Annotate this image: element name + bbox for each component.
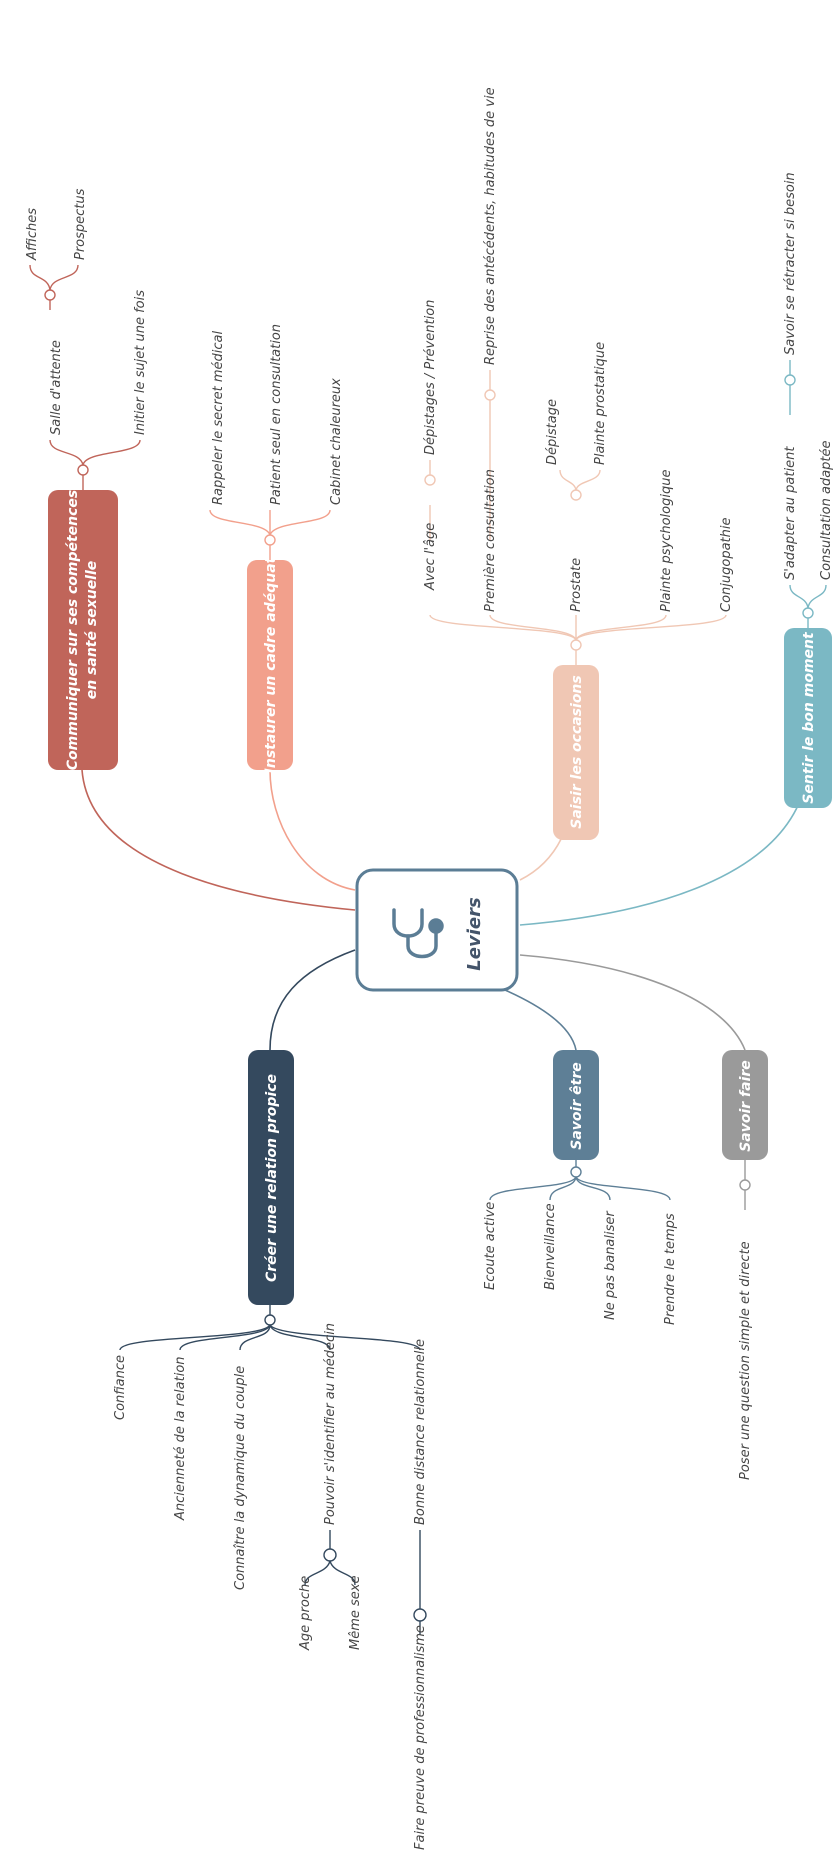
savoir-etre-child-3: Ne pas banaliser (603, 1210, 618, 1320)
creer-child-anciennete: Ancienneté de la relation (173, 1356, 188, 1521)
branch-saisir[interactable]: Saisir les occasions (553, 665, 599, 840)
instaurer-child-2: Patient seul en consultation (269, 324, 284, 505)
communiquer-child-affiches: Affiches (25, 208, 40, 261)
sentir-child-retracter: Savoir se rétracter si besoin (783, 172, 798, 355)
savoir-etre-children (489, 1160, 671, 1201)
communiquer-label-line2: en santé sexuelle (84, 561, 100, 700)
savoir-faire-children (739, 1160, 751, 1210)
connector-communiquer (81, 769, 356, 911)
saisir-child-prostate: Prostate (569, 558, 584, 612)
savoir-faire-label: Savoir faire (738, 1060, 754, 1152)
creer-child-bonne: Bonne distance relationnelle (413, 1339, 428, 1525)
savoir-etre-child-1: Ecoute active (483, 1202, 498, 1290)
center-label: Leviers (464, 897, 485, 971)
creer-label: Créer une relation propice (264, 1074, 280, 1282)
sentir-child-adapter: S'adapter au patient (783, 446, 798, 580)
savoir-etre-child-4: Prendre le temps (663, 1213, 678, 1325)
creer-child-meme-sexe: Même sexe (348, 1576, 363, 1650)
saisir-child-age: Avec l'âge (423, 523, 438, 591)
saisir-child-conjugo: Conjugopathie (719, 518, 734, 613)
connector-savoir-etre (504, 989, 577, 1051)
sentir-child-consult: Consultation adaptée (819, 440, 834, 580)
savoir-etre-child-2: Bienveillance (543, 1203, 558, 1290)
instaurer-child-1: Rappeler le secret médical (211, 331, 226, 505)
saisir-label: Saisir les occasions (569, 675, 585, 828)
center-node: Leviers (355, 868, 519, 992)
sentir-label: Sentir le bon moment (801, 631, 817, 804)
saisir-child-plainte-psy: Plainte psychologique (659, 470, 674, 612)
connector-creer (269, 949, 356, 1051)
instaurer-children (209, 509, 331, 560)
savoir-etre-label: Savoir être (569, 1062, 585, 1149)
communiquer-children (29, 264, 141, 490)
branch-creer[interactable]: Créer une relation propice (248, 1050, 294, 1305)
creer-children (119, 1305, 427, 1635)
savoir-faire-child-poser: Poser une question simple et directe (738, 1241, 753, 1480)
communiquer-child-salle: Salle d'attente (49, 340, 64, 435)
creer-child-age-proche: Age proche (298, 1576, 313, 1651)
saisir-child-premiere: Première consultation (483, 469, 498, 612)
stethoscope-icon (392, 908, 444, 959)
branch-instaurer[interactable]: Instaurer un cadre adéquat (247, 555, 293, 773)
saisir-children (424, 370, 727, 665)
branch-sentir[interactable]: Sentir le bon moment (784, 628, 832, 808)
saisir-child-depistages: Dépistages / Prévention (423, 300, 438, 455)
creer-child-pouvoir: Pouvoir s'identifier au médecin (323, 1323, 338, 1525)
branch-communiquer[interactable]: Communiquer sur ses compétences en santé… (48, 490, 118, 770)
sentir-children (784, 360, 827, 628)
creer-child-connaitre: Connaître la dynamique du couple (233, 1366, 248, 1590)
creer-child-confiance: Confiance (113, 1355, 128, 1420)
saisir-child-plainte-prost: Plainte prostatique (593, 342, 608, 465)
connector-instaurer (269, 769, 356, 891)
connector-savoir-faire (519, 954, 746, 1051)
saisir-child-reprise: Reprise des antécédents, habitudes de vi… (483, 87, 498, 365)
communiquer-child-prospectus: Prospectus (73, 188, 88, 260)
branch-savoir-etre[interactable]: Savoir être (553, 1050, 599, 1160)
creer-child-faire-preuve: Faire preuve de professionnalisme (413, 1625, 428, 1850)
saisir-child-depistage: Dépistage (545, 399, 560, 465)
branch-savoir-faire[interactable]: Savoir faire (722, 1050, 768, 1160)
instaurer-label: Instaurer un cadre adéquat (263, 555, 279, 773)
connector-sentir (519, 769, 809, 926)
communiquer-child-initier: Initier le sujet une fois (133, 290, 148, 435)
instaurer-child-3: Cabinet chaleureux (329, 378, 344, 505)
communiquer-label-line1: Communiquer sur ses compétences (65, 490, 81, 770)
